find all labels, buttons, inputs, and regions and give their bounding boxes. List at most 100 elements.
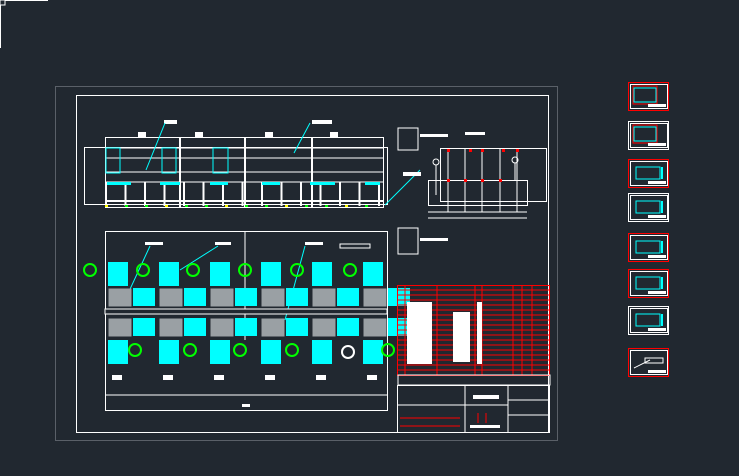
mesh-grid bbox=[210, 318, 234, 337]
thumbnail-titleblock bbox=[648, 143, 666, 146]
robot-arm-symbol bbox=[128, 343, 142, 357]
layout-thumbnail-3[interactable] bbox=[628, 159, 669, 188]
conveyor-segment bbox=[365, 182, 380, 185]
cad-rect bbox=[161, 147, 177, 174]
mesh-grid bbox=[363, 288, 387, 307]
foot-marker bbox=[205, 205, 208, 207]
cad-rect bbox=[397, 227, 419, 255]
thumbnail-content bbox=[633, 87, 657, 103]
cad-line bbox=[293, 122, 311, 154]
cyan-module bbox=[261, 262, 281, 286]
callout-label bbox=[164, 120, 177, 124]
conveyor-segment bbox=[262, 182, 280, 185]
callout-label bbox=[420, 238, 448, 241]
mesh-grid bbox=[261, 318, 285, 337]
thumbnail-titleblock bbox=[648, 181, 666, 184]
thumbnail-titleblock bbox=[648, 104, 666, 107]
cad-line bbox=[145, 122, 166, 171]
front-elevation-view[interactable] bbox=[84, 120, 449, 208]
center-rail bbox=[104, 308, 388, 315]
cyan-module bbox=[286, 288, 308, 306]
title-block[interactable] bbox=[397, 385, 550, 433]
thumbnail-border bbox=[630, 195, 668, 220]
foot-marker bbox=[265, 375, 275, 380]
thumbnail-content bbox=[635, 313, 661, 327]
plan-view[interactable] bbox=[83, 231, 410, 411]
cyan-module bbox=[363, 262, 383, 286]
foot-marker bbox=[305, 205, 308, 207]
marker bbox=[464, 179, 467, 182]
layout-thumbnail-7[interactable] bbox=[628, 306, 669, 335]
cyan-module bbox=[159, 262, 179, 286]
robot-arm-symbol bbox=[186, 263, 200, 277]
foot-marker bbox=[145, 205, 148, 207]
cyan-module bbox=[133, 288, 155, 306]
cad-line bbox=[179, 245, 219, 271]
layout-thumbnail-1[interactable] bbox=[628, 82, 669, 111]
cad-rect bbox=[428, 180, 528, 206]
foot-marker bbox=[367, 375, 377, 380]
foot-marker bbox=[105, 205, 108, 207]
cyan-module bbox=[184, 288, 206, 306]
callout-label bbox=[312, 120, 332, 124]
layout-thumbnail-4[interactable] bbox=[628, 193, 669, 222]
thumbnail-border bbox=[630, 271, 668, 296]
foot-marker bbox=[112, 375, 122, 380]
marker bbox=[481, 179, 484, 182]
mesh-grid bbox=[159, 288, 183, 307]
label-tag bbox=[465, 132, 485, 135]
thumbnail-titleblock bbox=[648, 215, 666, 218]
mesh-grid bbox=[108, 288, 132, 307]
robot-arm-symbol bbox=[285, 343, 299, 357]
operator-figure bbox=[432, 158, 440, 166]
cyan-module bbox=[312, 262, 332, 286]
thumbnail-titleblock bbox=[648, 370, 666, 373]
cyan-module bbox=[108, 262, 128, 286]
cyan-module bbox=[388, 318, 410, 336]
robot-arm-symbol bbox=[343, 263, 357, 277]
layout-thumbnail-8[interactable] bbox=[628, 348, 669, 377]
thumbnail-content bbox=[632, 85, 658, 105]
thumbnail-border bbox=[630, 123, 668, 148]
foot-marker bbox=[125, 205, 128, 207]
marker bbox=[516, 149, 519, 152]
thumbnail-content bbox=[633, 126, 657, 142]
cyan-module bbox=[210, 340, 230, 364]
robot-arm-symbol bbox=[233, 343, 247, 357]
layout-thumbnail-6[interactable] bbox=[628, 269, 669, 298]
marker bbox=[499, 179, 502, 182]
parts-table[interactable] bbox=[397, 285, 551, 386]
thumbnail-content bbox=[635, 166, 661, 180]
side-elevation-view[interactable] bbox=[397, 132, 547, 255]
robot-arm-symbol bbox=[341, 345, 355, 359]
thumbnail-border bbox=[630, 84, 668, 109]
layout-thumbnails[interactable] bbox=[628, 82, 669, 377]
thumbnail-border bbox=[630, 235, 668, 260]
label-tag bbox=[138, 132, 146, 137]
mesh-grid bbox=[312, 288, 336, 307]
robot-arm-symbol bbox=[183, 343, 197, 357]
foot-marker bbox=[185, 205, 188, 207]
cad-rect bbox=[397, 385, 550, 433]
dimension-label bbox=[242, 404, 250, 407]
foot-marker bbox=[165, 205, 168, 207]
robot-arm-symbol bbox=[136, 263, 150, 277]
marker bbox=[481, 149, 484, 152]
thumbnail-content bbox=[635, 200, 661, 214]
cad-rect bbox=[105, 231, 388, 411]
cyan-module bbox=[235, 318, 257, 336]
layout-thumbnail-5[interactable] bbox=[628, 233, 669, 262]
paper-sheet bbox=[55, 86, 558, 441]
cad-line bbox=[284, 245, 306, 321]
mesh-grid bbox=[312, 318, 336, 337]
mesh-grid bbox=[108, 318, 132, 337]
mesh-grid bbox=[159, 318, 183, 337]
marker bbox=[502, 149, 505, 152]
marker bbox=[447, 149, 450, 152]
label-tag bbox=[195, 132, 203, 137]
robot-arm-symbol bbox=[83, 263, 97, 277]
callout-label bbox=[339, 243, 371, 249]
layout-thumbnail-2[interactable] bbox=[628, 121, 669, 150]
drawing-frame bbox=[76, 95, 549, 433]
